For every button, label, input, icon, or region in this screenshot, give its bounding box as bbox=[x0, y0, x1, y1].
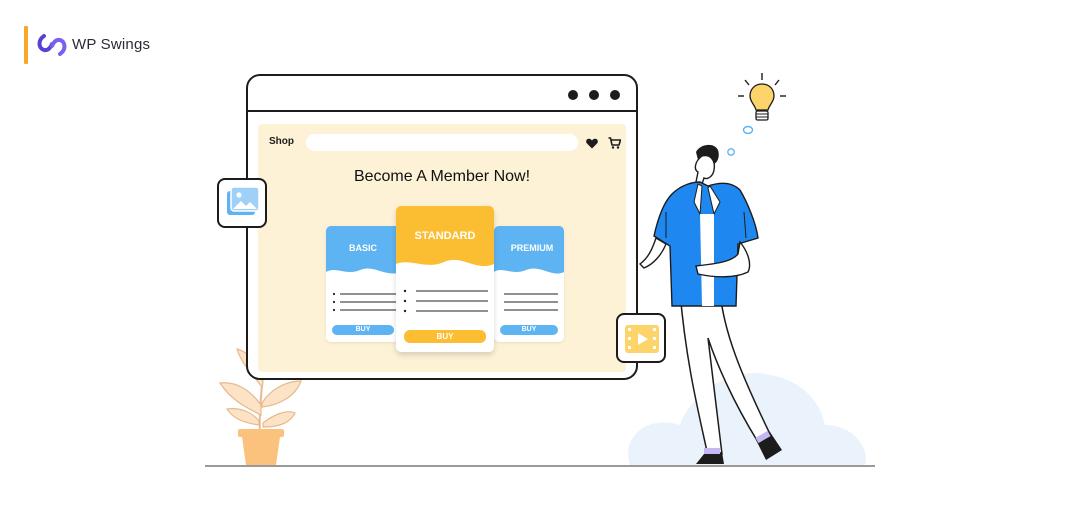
video-play-icon bbox=[625, 325, 659, 353]
plan-header-wave bbox=[326, 226, 400, 274]
browser-toolbar-divider bbox=[248, 110, 636, 112]
browser-window: Shop Become A Member Now! BASIC BUY bbox=[246, 74, 638, 380]
person-illustration bbox=[638, 144, 782, 464]
thought-bubble bbox=[727, 148, 735, 156]
plan-card-standard[interactable]: STANDARD BUY bbox=[396, 206, 494, 352]
shop-label[interactable]: Shop bbox=[269, 136, 294, 147]
brand-name[interactable]: WP Swings bbox=[72, 36, 151, 53]
plan-feature-list bbox=[403, 289, 488, 313]
plan-feature-list bbox=[332, 292, 396, 312]
plan-title: STANDARD bbox=[414, 230, 476, 242]
plan-feature-list bbox=[504, 293, 558, 311]
window-dot[interactable] bbox=[589, 90, 599, 100]
wp-swings-logo-icon[interactable] bbox=[36, 30, 68, 60]
brand-accent-bar bbox=[24, 26, 28, 64]
lightbulb-icon bbox=[738, 73, 786, 134]
window-dot[interactable] bbox=[568, 90, 578, 100]
page-headline: Become A Member Now! bbox=[353, 168, 531, 185]
window-dot[interactable] bbox=[610, 90, 620, 100]
heart-icon[interactable] bbox=[586, 138, 598, 149]
cart-icon[interactable] bbox=[608, 137, 621, 149]
search-input[interactable] bbox=[306, 134, 578, 151]
plan-title: PREMIUM bbox=[510, 243, 554, 253]
image-gallery-badge[interactable] bbox=[217, 178, 267, 228]
plan-card-basic[interactable]: BASIC BUY bbox=[326, 226, 400, 342]
plan-card-premium[interactable]: PREMIUM BUY bbox=[494, 226, 564, 342]
shop-page: Shop Become A Member Now! BASIC BUY bbox=[258, 124, 626, 372]
buy-button-premium[interactable]: BUY bbox=[500, 325, 558, 335]
video-badge[interactable] bbox=[616, 313, 666, 363]
plan-header-wave bbox=[494, 226, 564, 274]
ground-line bbox=[205, 465, 875, 467]
buy-button-standard[interactable]: BUY bbox=[404, 330, 486, 343]
plan-header-wave bbox=[396, 206, 494, 267]
plan-title: BASIC bbox=[348, 243, 377, 253]
buy-button-basic[interactable]: BUY bbox=[332, 325, 394, 335]
image-gallery-icon bbox=[227, 186, 260, 215]
plant-icon bbox=[218, 348, 302, 465]
